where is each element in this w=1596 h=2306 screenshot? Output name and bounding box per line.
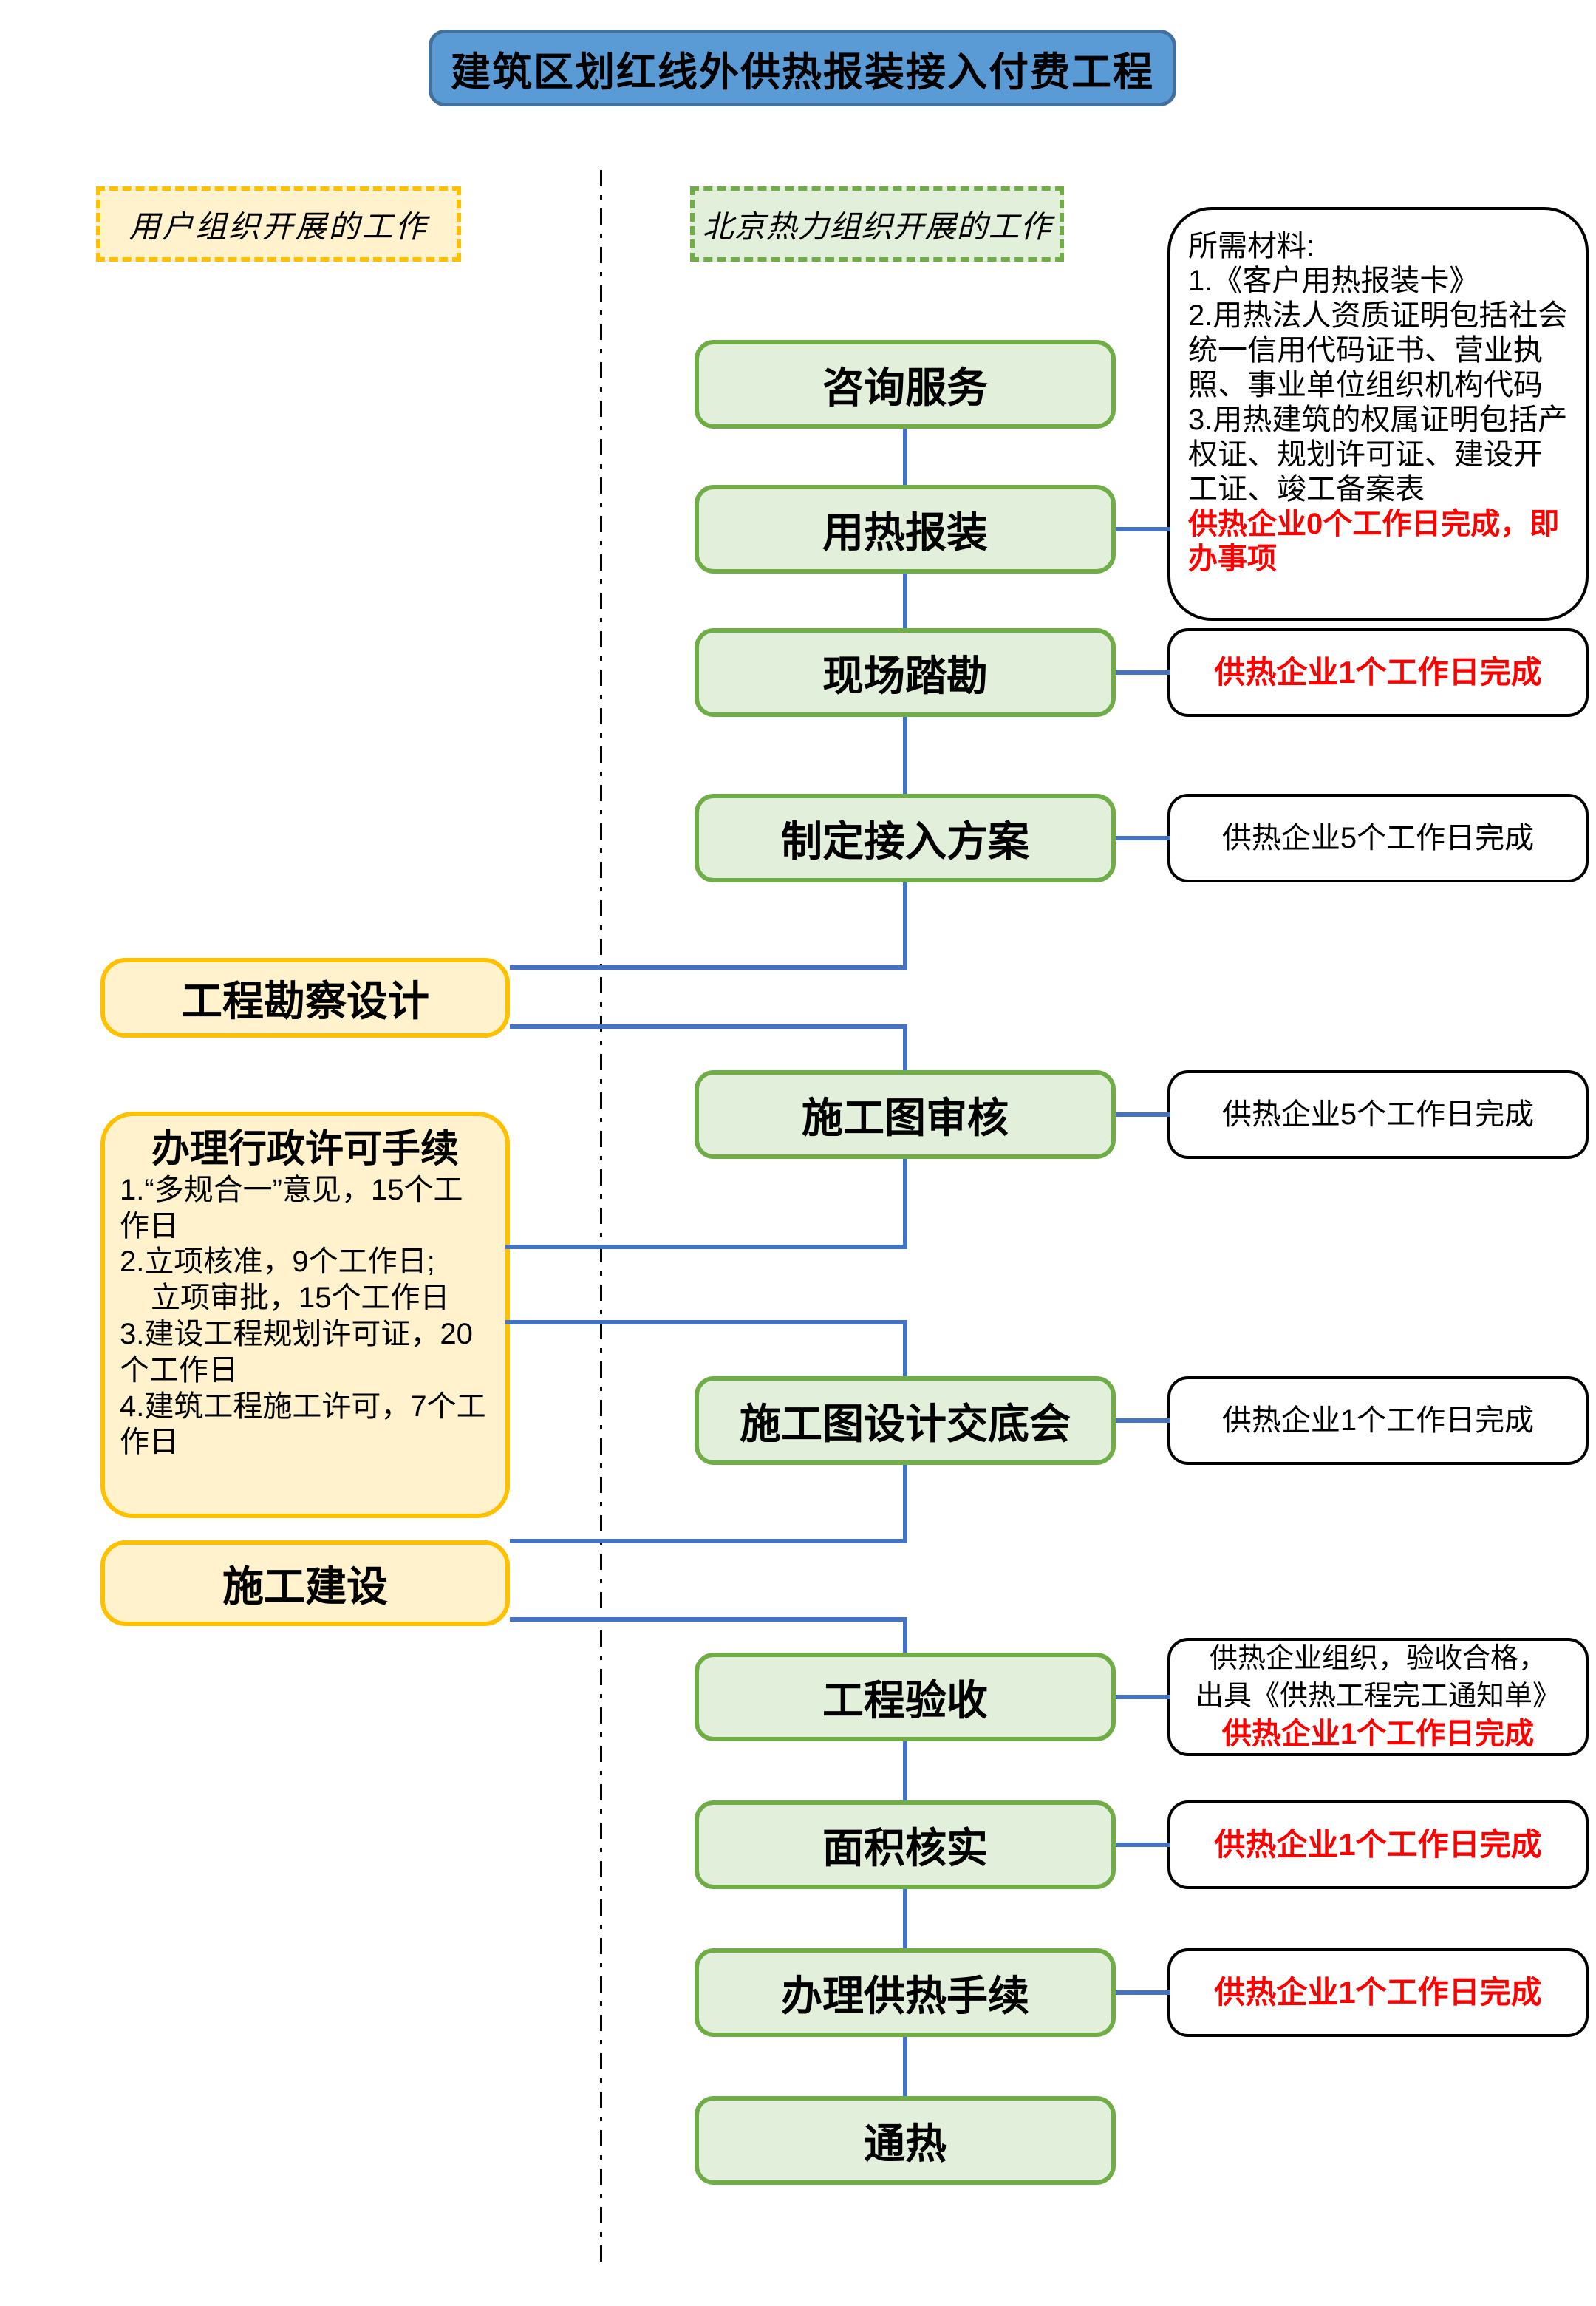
materials-item: 2.用热法人资质证明包括社会统一信用代码证书、营业执照、事业单位组织机构代码 [1188, 299, 1568, 401]
step-project-acceptance: 工程验收 [695, 1653, 1116, 1741]
step-consult-service: 咨询服务 [695, 340, 1116, 429]
connector-procedure-to-heaton [903, 2037, 907, 2096]
connector-surveydesign-to-review-v [903, 1026, 907, 1070]
connector-area-to-annotation [1116, 1843, 1170, 1847]
permits-item: 2.立项核准，9个工作日; [120, 1245, 435, 1279]
connector-survey-to-annotation [1116, 670, 1170, 675]
annotation-text: 供热企业1个工作日完成 [1221, 1404, 1535, 1437]
annotation-area-check: 供热企业1个工作日完成 [1167, 1800, 1589, 1889]
annotation-text: 供热企业1个工作日完成 [1214, 1826, 1542, 1862]
annotation-drawing-review: 供热企业5个工作日完成 [1167, 1070, 1589, 1159]
connector-permits-to-briefing-h [505, 1320, 907, 1324]
connector-plan-to-surveydesign-v [903, 882, 907, 970]
permits-item: 3.建设工程规划许可证，20个工作日 [120, 1317, 473, 1387]
connector-survey-to-plan [903, 717, 907, 794]
connector-plan-to-surveydesign-h [510, 965, 907, 970]
connector-consult-to-application [903, 429, 907, 485]
materials-item: 1.《客户用热报装卡》 [1188, 265, 1479, 297]
connector-acceptance-to-annotation [1116, 1695, 1170, 1699]
user-task-construction: 施工建设 [100, 1540, 510, 1626]
connector-construction-to-acceptance-h [510, 1617, 907, 1622]
annotation-deadline: 供热企业1个工作日完成 [1221, 1717, 1535, 1750]
materials-item: 3.用热建筑的权属证明包括产权证、规划许可证、建设开工证、竣工备案表 [1188, 404, 1568, 506]
annotation-text: 供热企业5个工作日完成 [1221, 1098, 1535, 1131]
materials-heading: 所需材料: [1188, 230, 1315, 262]
user-task-survey-design: 工程勘察设计 [100, 958, 510, 1038]
step-design-briefing: 施工图设计交底会 [695, 1376, 1116, 1465]
permits-item: 1.“多规合一”意见，15个工作日 [120, 1173, 463, 1242]
step-heat-on: 通热 [695, 2096, 1116, 2185]
annotation-text: 出具《供热工程完工通知单》 [1195, 1680, 1561, 1712]
lane-header-user: 用户组织开展的工作 [96, 186, 461, 262]
user-task-permits: 办理行政许可手续 1.“多规合一”意见，15个工作日 2.立项核准，9个工作日;… [100, 1112, 510, 1518]
connector-application-to-survey [903, 574, 907, 628]
permits-title: 办理行政许可手续 [151, 1128, 459, 1171]
connector-briefing-to-construction-v [903, 1465, 907, 1543]
diagram-title: 建筑区划红线外供热报装接入付费工程 [429, 30, 1176, 106]
connector-surveydesign-to-review-h [510, 1024, 907, 1029]
connector-application-to-materials [1116, 527, 1170, 531]
lane-header-company: 北京热力组织开展的工作 [690, 186, 1064, 262]
annotation-heating-procedure: 供热企业1个工作日完成 [1167, 1948, 1589, 2037]
annotation-text: 供热企业5个工作日完成 [1221, 822, 1535, 854]
connector-permits-to-briefing-v [903, 1322, 907, 1376]
annotation-site-survey: 供热企业1个工作日完成 [1167, 628, 1589, 717]
step-access-plan: 制定接入方案 [695, 794, 1116, 882]
connector-review-to-permits-h [505, 1245, 907, 1249]
annotation-text: 供热企业1个工作日完成 [1214, 654, 1542, 690]
connector-review-to-permits-v [903, 1159, 907, 1249]
lane-divider-line [600, 170, 602, 2262]
permits-item: 4.建筑工程施工许可，7个工作日 [120, 1390, 486, 1459]
connector-briefing-to-construction-h [510, 1539, 907, 1543]
step-drawing-review: 施工图审核 [695, 1070, 1116, 1159]
materials-deadline: 供热企业0个工作日完成，即办事项 [1188, 508, 1560, 575]
connector-briefing-to-annotation [1116, 1418, 1170, 1423]
annotation-acceptance: 供热企业组织，验收合格， 出具《供热工程完工通知单》 供热企业1个工作日完成 [1167, 1638, 1589, 1756]
connector-review-to-annotation [1116, 1112, 1170, 1117]
annotation-text: 供热企业组织，验收合格， [1209, 1643, 1546, 1675]
step-area-verification: 面积核实 [695, 1800, 1116, 1889]
connector-construction-to-acceptance-v [903, 1619, 907, 1653]
annotation-text: 供热企业1个工作日完成 [1214, 1974, 1542, 2010]
step-heating-procedure: 办理供热手续 [695, 1948, 1116, 2037]
connector-procedure-to-annotation [1116, 1990, 1170, 1995]
permits-item: 立项审批，15个工作日 [151, 1282, 450, 1315]
step-heating-application: 用热报装 [695, 485, 1116, 574]
connector-plan-to-annotation [1116, 836, 1170, 840]
annotation-materials: 所需材料: 1.《客户用热报装卡》 2.用热法人资质证明包括社会统一信用代码证书… [1167, 207, 1589, 621]
annotation-design-briefing: 供热企业1个工作日完成 [1167, 1376, 1589, 1465]
annotation-access-plan: 供热企业5个工作日完成 [1167, 794, 1589, 882]
connector-area-to-procedure [903, 1889, 907, 1948]
connector-acceptance-to-area [903, 1741, 907, 1800]
step-site-survey: 现场踏勘 [695, 628, 1116, 717]
